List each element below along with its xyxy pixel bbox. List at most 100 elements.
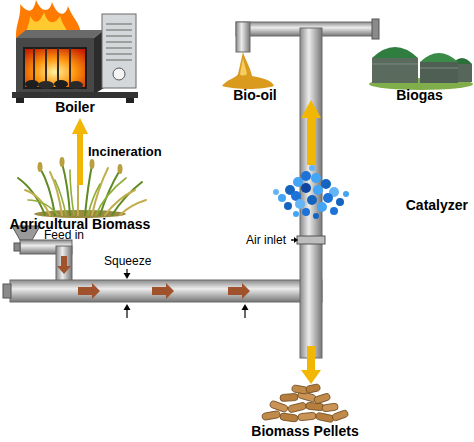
air-ring	[297, 236, 325, 244]
illustration-node: Biogas	[365, 30, 474, 104]
granule	[330, 207, 338, 215]
grass-blades	[18, 163, 142, 215]
column-pipe	[300, 28, 322, 358]
boiler-leg	[126, 98, 134, 103]
granule	[278, 194, 286, 202]
illustration-node: Biomass Pellets	[240, 378, 370, 440]
grass-illustration	[18, 157, 146, 218]
granule	[317, 202, 327, 212]
pressure-arrow	[242, 304, 249, 310]
pellet	[306, 384, 321, 394]
fire-window	[24, 48, 86, 88]
granule	[321, 179, 331, 189]
pressure-arrow	[124, 273, 131, 279]
feed-cap	[14, 243, 20, 251]
oil-highlight	[240, 58, 247, 76]
gauge	[113, 68, 125, 80]
boiler-illustration	[12, 0, 138, 103]
flow-arrow-down	[301, 346, 321, 384]
granule	[293, 177, 303, 187]
boiler-top	[16, 30, 104, 38]
reactor-column	[236, 19, 379, 384]
pressure-arrow	[124, 304, 131, 310]
granule	[302, 208, 310, 216]
illustration-node: Agricultural Biomass	[0, 185, 160, 233]
illustration-node: Catalyzer	[272, 168, 468, 218]
pellet	[306, 402, 325, 411]
pellet	[331, 409, 348, 421]
tank-band	[372, 64, 458, 68]
granule	[313, 213, 319, 219]
node-label: Catalyzer	[406, 197, 468, 214]
oil-downpipe	[236, 22, 250, 52]
part-label: Air inlet	[246, 233, 286, 247]
boiler-base	[12, 92, 138, 98]
cabinet-slats	[106, 24, 132, 60]
tank-body	[420, 62, 458, 83]
process-arrow	[77, 134, 83, 185]
node-label: Boiler	[55, 99, 95, 116]
tank-dome	[372, 47, 418, 58]
flow-arrow	[228, 283, 250, 299]
edge-label: Incineration	[88, 144, 162, 159]
coal	[25, 80, 39, 88]
air-arrow	[294, 237, 298, 243]
granule	[323, 193, 333, 203]
node-label: Bio-oil	[233, 87, 277, 104]
part-label: Feed in	[44, 228, 84, 242]
flow-arrow	[152, 283, 174, 299]
illustration-node: Boiler	[5, 0, 145, 116]
boiler-leg	[16, 98, 24, 103]
node-label: Biomass Pellets	[251, 423, 358, 440]
granule	[293, 211, 299, 217]
granule	[301, 183, 311, 193]
pellet	[315, 412, 334, 423]
pipe-cap	[3, 284, 11, 298]
seed-head	[118, 164, 123, 174]
main-pipe	[10, 280, 322, 302]
pipe-cap	[372, 19, 379, 39]
tank-body	[372, 58, 418, 83]
grate-bars	[34, 48, 70, 88]
granule	[301, 171, 311, 181]
coal	[54, 80, 68, 88]
pellet	[269, 400, 288, 413]
flow-arrow-up	[301, 100, 321, 165]
pellet	[313, 393, 330, 405]
pellet	[298, 412, 317, 421]
grass-blades	[28, 170, 126, 215]
coal	[38, 81, 54, 89]
granule	[313, 185, 323, 195]
node-label: Biogas	[396, 87, 443, 104]
pressure-arrow	[126, 310, 127, 318]
granule	[343, 191, 349, 197]
seed-head	[60, 157, 65, 167]
feed-drop	[56, 246, 72, 282]
granule	[336, 198, 344, 206]
pellet	[280, 413, 299, 422]
control-cabinet	[102, 14, 136, 88]
pellet	[322, 403, 339, 412]
granule	[273, 189, 279, 195]
seed-head	[38, 162, 43, 172]
pellet	[280, 393, 298, 401]
biogas-illustration	[369, 47, 473, 90]
coal	[69, 81, 83, 89]
flow-arrow	[57, 256, 71, 274]
oil-splash	[222, 52, 274, 89]
catalyst-granules	[273, 165, 349, 219]
illustration-node: Bio-oil	[215, 40, 295, 104]
granule	[295, 199, 305, 209]
pellet-pile	[262, 384, 349, 423]
pellet	[288, 402, 307, 413]
squeeze-pipe	[3, 269, 322, 318]
granule	[311, 173, 321, 183]
boiler-body	[16, 38, 94, 94]
granule	[309, 165, 315, 171]
bio-oil-illustration	[222, 52, 274, 89]
granule	[307, 195, 317, 205]
straw-blades	[25, 162, 146, 215]
pressure-arrow	[244, 310, 245, 318]
tank-dome	[420, 53, 458, 62]
